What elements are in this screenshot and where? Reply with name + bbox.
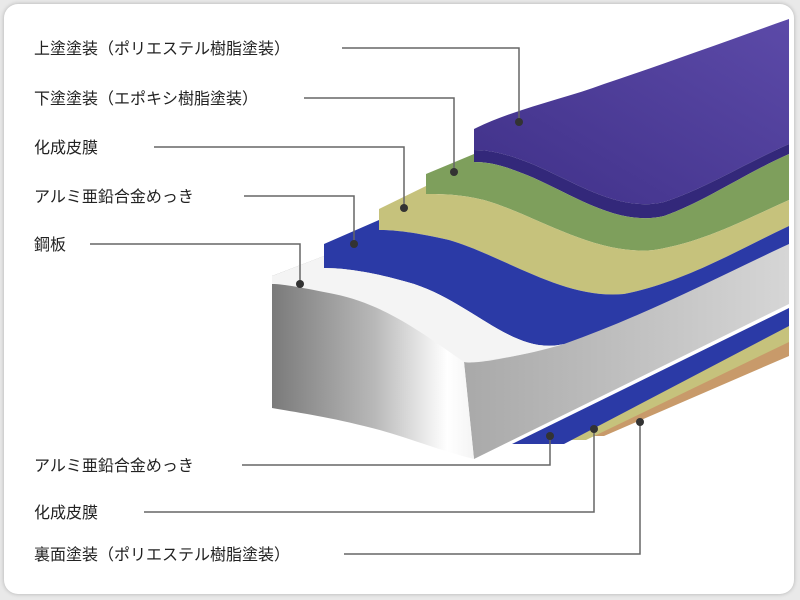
primer-layer [426,154,789,251]
label-steel: 鋼板 [34,235,66,254]
label-top-coat: 上塗塗装（ポリエステル樹脂塗装） [34,39,290,58]
dot-steel [296,280,304,288]
dot-top-coat [515,118,523,126]
label-plating-top: アルミ亜鉛合金めっき [34,187,194,206]
leader-plating-top [244,195,355,244]
leader-primer [304,97,455,172]
dot-plating-bottom [546,432,554,440]
leader-conversion-bottom [144,429,595,513]
label-plating-bottom: アルミ亜鉛合金めっき [34,456,194,475]
label-primer: 下塗塗装（エポキシ樹脂塗装） [34,89,258,108]
steel-plate [272,256,564,459]
labels: 上塗塗装（ポリエステル樹脂塗装） 下塗塗装（エポキシ樹脂塗装） 化成皮膜 アルミ… [34,39,290,564]
top-coat-layer [474,19,789,205]
label-conversion-top: 化成皮膜 [34,138,98,157]
dot-plating-top [350,240,358,248]
label-back-coat: 裏面塗装（ポリエステル樹脂塗装） [34,545,290,564]
label-conversion-bottom: 化成皮膜 [34,503,98,522]
dot-conversion-top [400,204,408,212]
leader-conversion-top [154,146,405,208]
diagram-frame: 上塗塗装（ポリエステル樹脂塗装） 下塗塗装（エポキシ樹脂塗装） 化成皮膜 アルミ… [4,4,794,594]
bottom-plating-layer [512,308,789,444]
bottom-layers [512,308,789,444]
leader-back-coat [344,422,641,555]
steel-top-face [272,256,564,362]
plating-layer-top [324,220,789,346]
dot-back-coat [636,418,644,426]
leader-steel [90,243,301,284]
top-coat-edge [474,129,789,219]
coated-steel-layer-diagram: 上塗塗装（ポリエステル樹脂塗装） 下塗塗装（エポキシ樹脂塗装） 化成皮膜 アルミ… [34,19,789,564]
leader-lines [90,47,644,555]
conversion-layer-top [379,186,789,295]
dot-primer [450,168,458,176]
steel-side-face [464,234,789,459]
leader-plating-bottom [242,436,551,466]
dot-conversion-bottom [590,425,598,433]
leader-top-coat [342,47,520,122]
